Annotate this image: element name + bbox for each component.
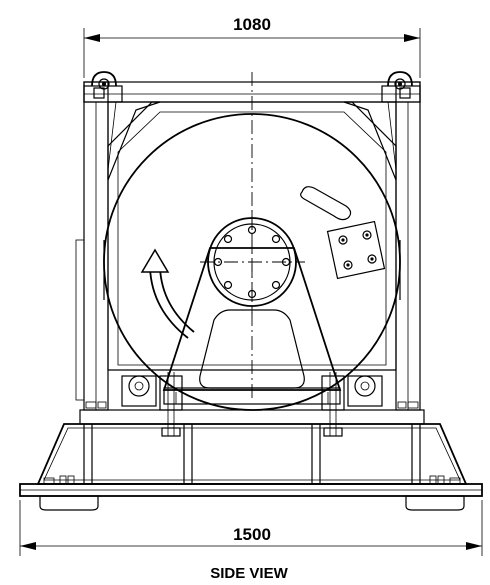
top-dimension: 1080: [83, 15, 421, 78]
lifting-eye-left: [83, 71, 123, 103]
rotation-arrow-icon: [140, 248, 195, 339]
lifting-eye-right: [381, 71, 421, 103]
dimension-label-top: 1080: [233, 15, 271, 34]
roller-left: [121, 372, 183, 437]
dimension-label-bottom: 1500: [233, 525, 271, 544]
frame: [75, 81, 421, 411]
pedestal: [162, 247, 342, 405]
frame-bolts: [85, 401, 419, 409]
base-skid: [19, 409, 483, 511]
drum-hub: [200, 210, 305, 314]
bolt-block: [326, 220, 386, 280]
view-title: SIDE VIEW: [210, 565, 288, 582]
housing: [107, 101, 397, 371]
bottom-dimension: 1500: [19, 500, 483, 556]
